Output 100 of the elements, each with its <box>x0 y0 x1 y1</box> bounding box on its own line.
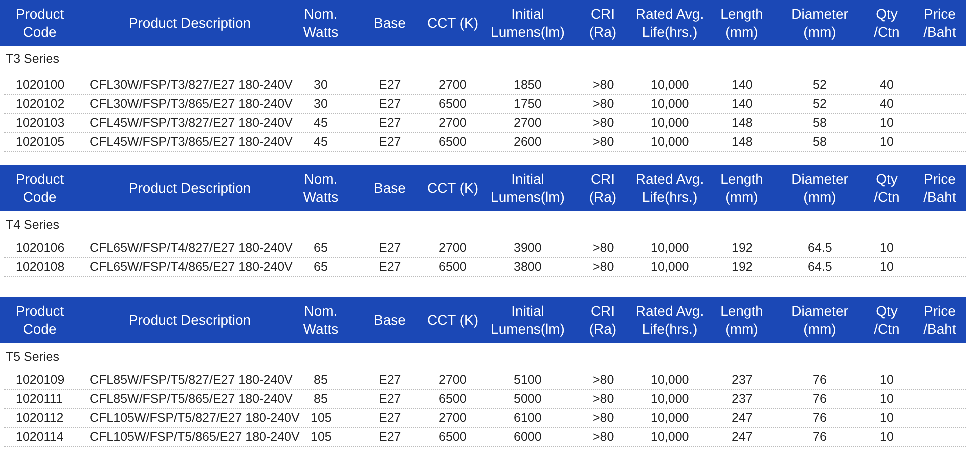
column-header: CCT (K) <box>426 311 480 329</box>
table-cell: 247 <box>732 410 753 426</box>
table-cell: 1750 <box>514 96 542 112</box>
table-cell: 76 <box>813 410 827 426</box>
table-cell: CFL65W/FSP/T4/865/E27 180-240V <box>90 259 293 275</box>
column-header: Product Description <box>128 179 252 197</box>
table-cell: 1020100 <box>16 77 65 93</box>
table-cell: >80 <box>593 372 614 388</box>
column-header: Base <box>373 311 407 329</box>
column-header: Rated Avg. Life(hrs.) <box>634 170 706 206</box>
column-header: Length (mm) <box>720 302 764 338</box>
table-cell: >80 <box>593 259 614 275</box>
table-cell: 1020103 <box>16 115 65 131</box>
column-header: Base <box>373 14 407 32</box>
table-cell: 10 <box>880 410 894 426</box>
table-cell: >80 <box>593 410 614 426</box>
table-cell: 1020114 <box>16 429 64 445</box>
column-header: Product Code <box>14 170 66 206</box>
column-header: Qty /Ctn <box>873 170 901 206</box>
table-cell: 3900 <box>514 240 542 256</box>
table-cell: CFL45W/FSP/T3/827/E27 180-240V <box>90 115 293 131</box>
table-cell: 10,000 <box>651 77 690 93</box>
table-cell: 6500 <box>439 429 467 445</box>
table-cell: 2700 <box>439 410 467 426</box>
table-cell: 76 <box>813 391 827 407</box>
column-header: Qty /Ctn <box>873 302 901 338</box>
table-cell: 105 <box>311 410 332 426</box>
table-cell: 2700 <box>439 115 467 131</box>
table-cell: 140 <box>732 96 753 112</box>
table-cell: 1020106 <box>16 240 65 256</box>
table-cell: E27 <box>379 391 402 407</box>
table-cell: CFL30W/FSP/T3/827/E27 180-240V <box>90 77 293 93</box>
table-cell: 1020102 <box>16 96 65 112</box>
table-cell: 6100 <box>514 410 542 426</box>
table-cell: 1020105 <box>16 134 65 150</box>
table-cell: CFL105W/FSP/T5/827/E27 180-240V <box>90 410 300 426</box>
table-cell: 140 <box>732 77 753 93</box>
column-header: Rated Avg. Life(hrs.) <box>634 302 706 338</box>
table-cell: E27 <box>379 372 402 388</box>
table-cell: 192 <box>732 259 753 275</box>
column-header: Diameter (mm) <box>790 5 850 41</box>
table-cell: 10,000 <box>651 115 690 131</box>
table-cell: 1020109 <box>16 372 65 388</box>
column-header: CRI (Ra) <box>588 5 618 41</box>
column-header: Product Code <box>14 5 66 41</box>
table-cell: E27 <box>379 259 402 275</box>
table-cell: CFL105W/FSP/T5/865/E27 180-240V <box>90 429 300 445</box>
section-heading: T3 Series <box>6 52 60 66</box>
table-cell: E27 <box>379 115 402 131</box>
table-cell: >80 <box>593 429 614 445</box>
table-cell: CFL65W/FSP/T4/827/E27 180-240V <box>90 240 293 256</box>
column-header: CRI (Ra) <box>588 170 618 206</box>
table-cell: 64.5 <box>808 240 832 256</box>
table-cell: 10,000 <box>651 96 690 112</box>
table-cell: 10 <box>880 134 894 150</box>
table-cell: 2700 <box>439 77 467 93</box>
table-cell: 247 <box>732 429 753 445</box>
table-cell: E27 <box>379 96 402 112</box>
table-cell: 76 <box>813 429 827 445</box>
table-cell: 2700 <box>439 240 467 256</box>
table-cell: 6000 <box>514 429 542 445</box>
table-cell: E27 <box>379 240 402 256</box>
table-cell: >80 <box>593 77 614 93</box>
table-cell: 64.5 <box>808 259 832 275</box>
table-cell: CFL30W/FSP/T3/865/E27 180-240V <box>90 96 293 112</box>
table-cell: E27 <box>379 429 402 445</box>
table-cell: 58 <box>813 115 827 131</box>
table-cell: 148 <box>732 115 753 131</box>
table-cell: 52 <box>813 96 827 112</box>
table-cell: 2700 <box>439 372 467 388</box>
column-header: Nom. Watts <box>302 170 340 206</box>
table-cell: 10,000 <box>651 240 690 256</box>
table-cell: 40 <box>880 77 894 93</box>
table-cell: 1020111 <box>16 391 63 407</box>
table-cell: E27 <box>379 134 402 150</box>
table-cell: 10 <box>880 391 894 407</box>
table-cell: 1850 <box>514 77 542 93</box>
table-cell: 2600 <box>514 134 542 150</box>
table-cell: >80 <box>593 115 614 131</box>
table-cell: >80 <box>593 391 614 407</box>
table-cell: 10 <box>880 429 894 445</box>
table-cell: 6500 <box>439 134 467 150</box>
table-cell: 10 <box>880 372 894 388</box>
table-cell: 6500 <box>439 96 467 112</box>
column-header: Price /Baht <box>922 302 958 338</box>
table-cell: 10 <box>880 240 894 256</box>
column-header: Initial Lumens(lm) <box>490 5 566 41</box>
table-cell: 1020108 <box>16 259 65 275</box>
table-cell: >80 <box>593 96 614 112</box>
table-cell: 2700 <box>514 115 542 131</box>
column-header: Qty /Ctn <box>873 5 901 41</box>
table-cell: >80 <box>593 240 614 256</box>
table-cell: 10,000 <box>651 391 690 407</box>
table-cell: 6500 <box>439 259 467 275</box>
table-cell: CFL85W/FSP/T5/827/E27 180-240V <box>90 372 293 388</box>
column-header: Base <box>373 179 407 197</box>
column-header: CRI (Ra) <box>588 302 618 338</box>
table-cell: 237 <box>732 372 753 388</box>
table-cell: 85 <box>314 372 328 388</box>
column-header: CCT (K) <box>426 14 480 32</box>
